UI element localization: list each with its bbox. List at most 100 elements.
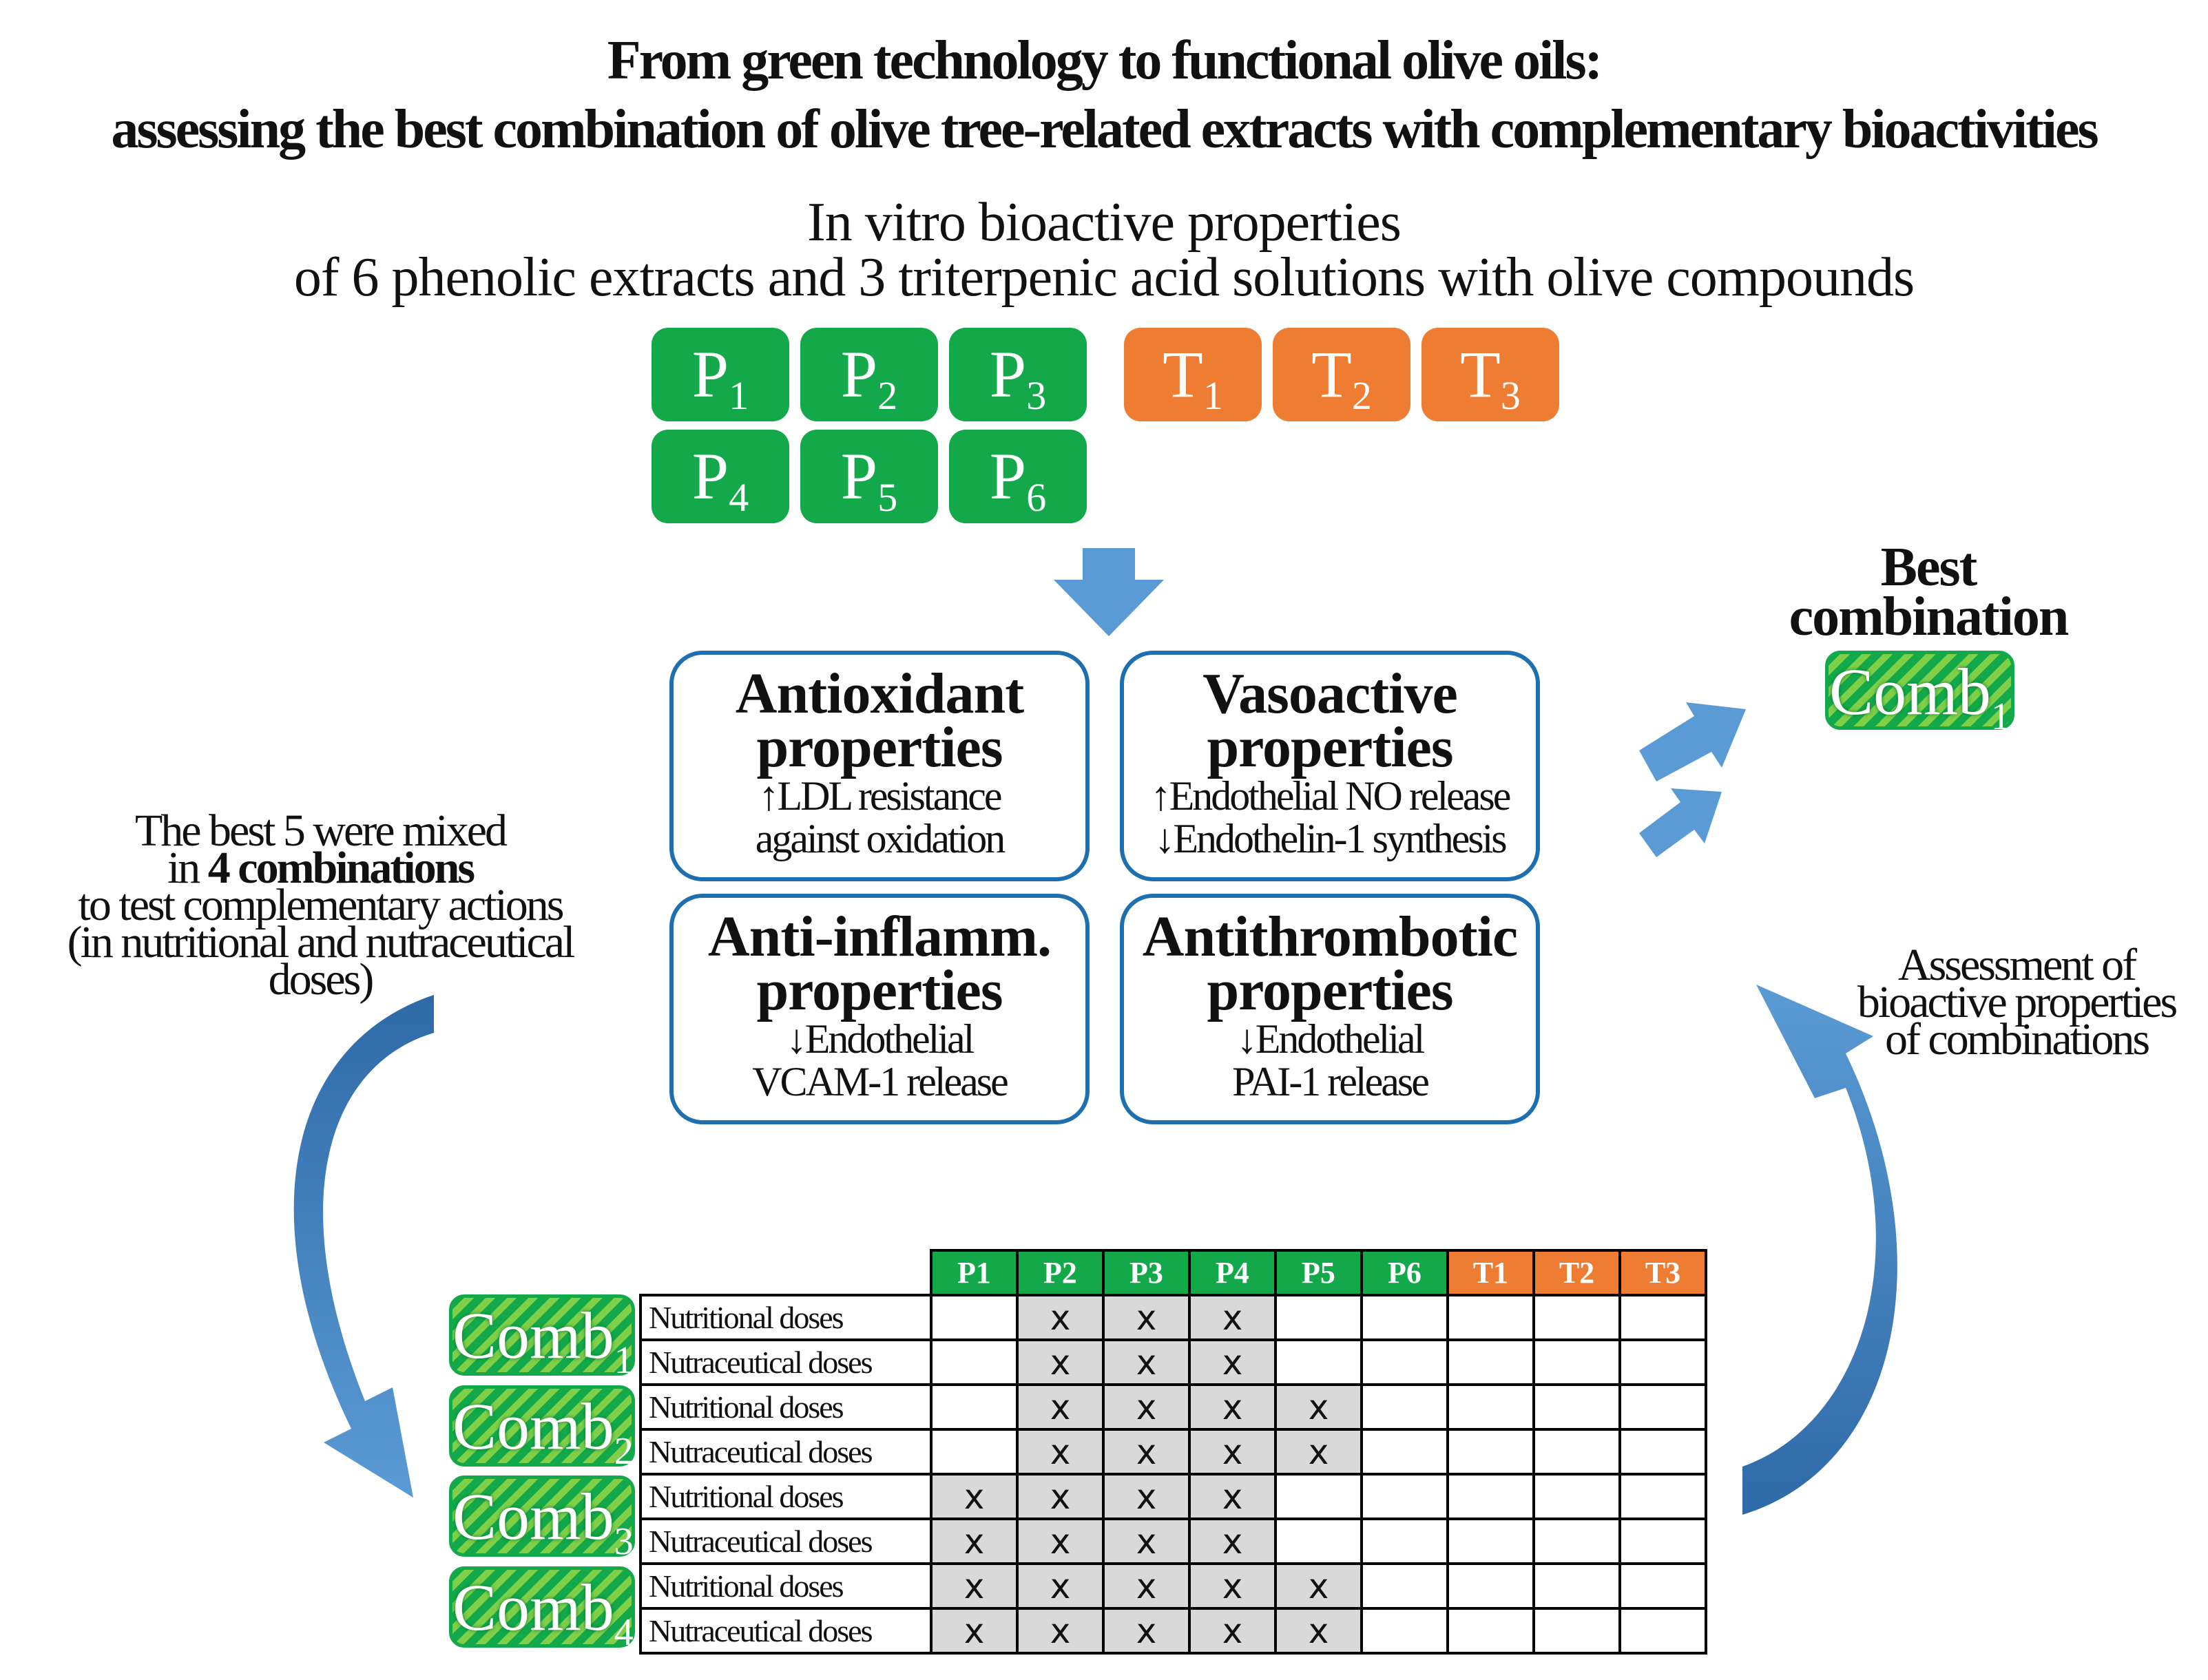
subtitle-line-1: In vitro bioactive properties: [807, 192, 1402, 253]
box-heading: Vasoactive: [1202, 662, 1458, 726]
chip-letter: P: [691, 439, 729, 513]
empty-cell: [1532, 1294, 1621, 1341]
empty-cell: [1360, 1518, 1449, 1565]
chip-letter: T: [1163, 337, 1203, 411]
box-description: VCAM-1 release: [752, 1059, 1009, 1104]
chip-index: 1: [729, 373, 749, 418]
chip-index: 3: [1500, 373, 1521, 418]
column-header-p5: P5: [1274, 1249, 1363, 1296]
selected-cell: x: [1016, 1518, 1105, 1565]
column-header-p3: P3: [1102, 1249, 1191, 1296]
extract-chip-p6: P6: [949, 430, 1087, 523]
comb-label: Comb: [452, 1480, 614, 1553]
empty-cell: [1274, 1473, 1363, 1520]
empty-cell: [1360, 1562, 1449, 1610]
selected-cell: x: [1274, 1607, 1363, 1655]
spacer: [1634, 775, 1641, 781]
spacer: [1708, 709, 1715, 716]
left-note-bold: 4 combinations: [207, 843, 475, 893]
comb-label: Comb: [452, 1571, 614, 1644]
empty-cell: [1532, 1562, 1621, 1610]
selected-cell: x: [1188, 1518, 1277, 1565]
selected-cell: x: [930, 1518, 1019, 1565]
right-curved-arrow-icon: [1742, 985, 1897, 1515]
selected-cell: x: [1188, 1338, 1277, 1386]
selected-cell: x: [1016, 1294, 1105, 1341]
selected-cell: x: [930, 1473, 1019, 1520]
up-right-arrow-icon: [1639, 702, 1746, 781]
right-note-line: of combinations: [1884, 1014, 2150, 1064]
up-right-arrow-icon: [1639, 788, 1722, 857]
box-description: ↑LDL resistance: [758, 773, 1003, 819]
left-note-line: The best 5 were mixed: [134, 806, 508, 856]
right-note-line: Assessment of: [1897, 940, 2137, 990]
best-comb-label: Comb: [1829, 655, 1991, 728]
comb-badge-2: Comb2: [449, 1385, 635, 1473]
chip-index: 6: [1026, 475, 1047, 520]
left-note-line: (in nutritional and nutraceutical doses): [67, 917, 576, 1005]
chip-letter: P: [691, 337, 729, 411]
empty-cell: [1360, 1294, 1449, 1341]
selected-cell: x: [1102, 1294, 1191, 1341]
right-note: Assessment of bioactive properties of co…: [1825, 940, 2208, 1064]
best-combination-heading: Best combination: [1736, 540, 2121, 644]
empty-cell: [1360, 1338, 1449, 1386]
chip-index: 2: [1351, 373, 1372, 418]
down-arrow-icon: [1054, 548, 1164, 636]
extract-chip-p1: P1: [652, 328, 789, 421]
column-header-p4: P4: [1188, 1249, 1277, 1296]
spacer: [1639, 812, 1646, 819]
empty-cell: [1532, 1338, 1621, 1386]
empty-cell: [1360, 1607, 1449, 1655]
empty-cell: [930, 1294, 1019, 1341]
selected-cell: x: [1188, 1473, 1277, 1520]
selected-cell: x: [1102, 1338, 1191, 1386]
column-header-t3: T3: [1618, 1249, 1707, 1296]
empty-cell: [1618, 1428, 1707, 1476]
box-description: ↑Endothelial NO release: [1150, 773, 1512, 819]
selected-cell: x: [1274, 1562, 1363, 1610]
chip-letter: P: [989, 337, 1027, 411]
left-curved-arrow-icon: [293, 995, 434, 1498]
box-description: ↓Endothelial: [1236, 1016, 1426, 1062]
box-description: against oxidation: [755, 816, 1006, 861]
spacer: [1632, 840, 1639, 847]
chip-index: 3: [1026, 373, 1047, 418]
selected-cell: x: [1188, 1383, 1277, 1431]
chip-index: 1: [1202, 373, 1223, 418]
selected-cell: x: [1016, 1338, 1105, 1386]
empty-cell: [1446, 1338, 1535, 1386]
empty-cell: [1446, 1383, 1535, 1431]
comb-badge-3: Comb3: [449, 1476, 635, 1563]
box-heading: properties: [1207, 958, 1453, 1022]
box-heading: properties: [756, 958, 1003, 1022]
dose-label: Nutritional doses: [639, 1562, 933, 1610]
chip-letter: T: [1311, 337, 1352, 411]
empty-cell: [1532, 1473, 1621, 1520]
selected-cell: x: [1016, 1383, 1105, 1431]
selected-cell: x: [930, 1607, 1019, 1655]
spacer: [1625, 778, 1632, 785]
empty-cell: [1446, 1428, 1535, 1476]
empty-cell: [1618, 1338, 1707, 1386]
antithrombotic-properties-box: Antithrombotic properties ↓Endothelial P…: [1120, 894, 1540, 1124]
selected-cell: x: [1016, 1562, 1105, 1610]
empty-cell: [1618, 1473, 1707, 1520]
left-note-prefix: in: [167, 843, 208, 893]
comb-label: Comb: [452, 1299, 614, 1372]
chip-index: 5: [877, 475, 898, 520]
spacer: [1632, 806, 1639, 812]
empty-cell: [1618, 1294, 1707, 1341]
selected-cell: x: [1016, 1607, 1105, 1655]
dose-label: Nutritional doses: [639, 1294, 933, 1341]
spacer: [1634, 713, 1641, 720]
empty-cell: [1532, 1383, 1621, 1431]
spacer: [1625, 826, 1632, 833]
box-heading: properties: [756, 715, 1003, 779]
